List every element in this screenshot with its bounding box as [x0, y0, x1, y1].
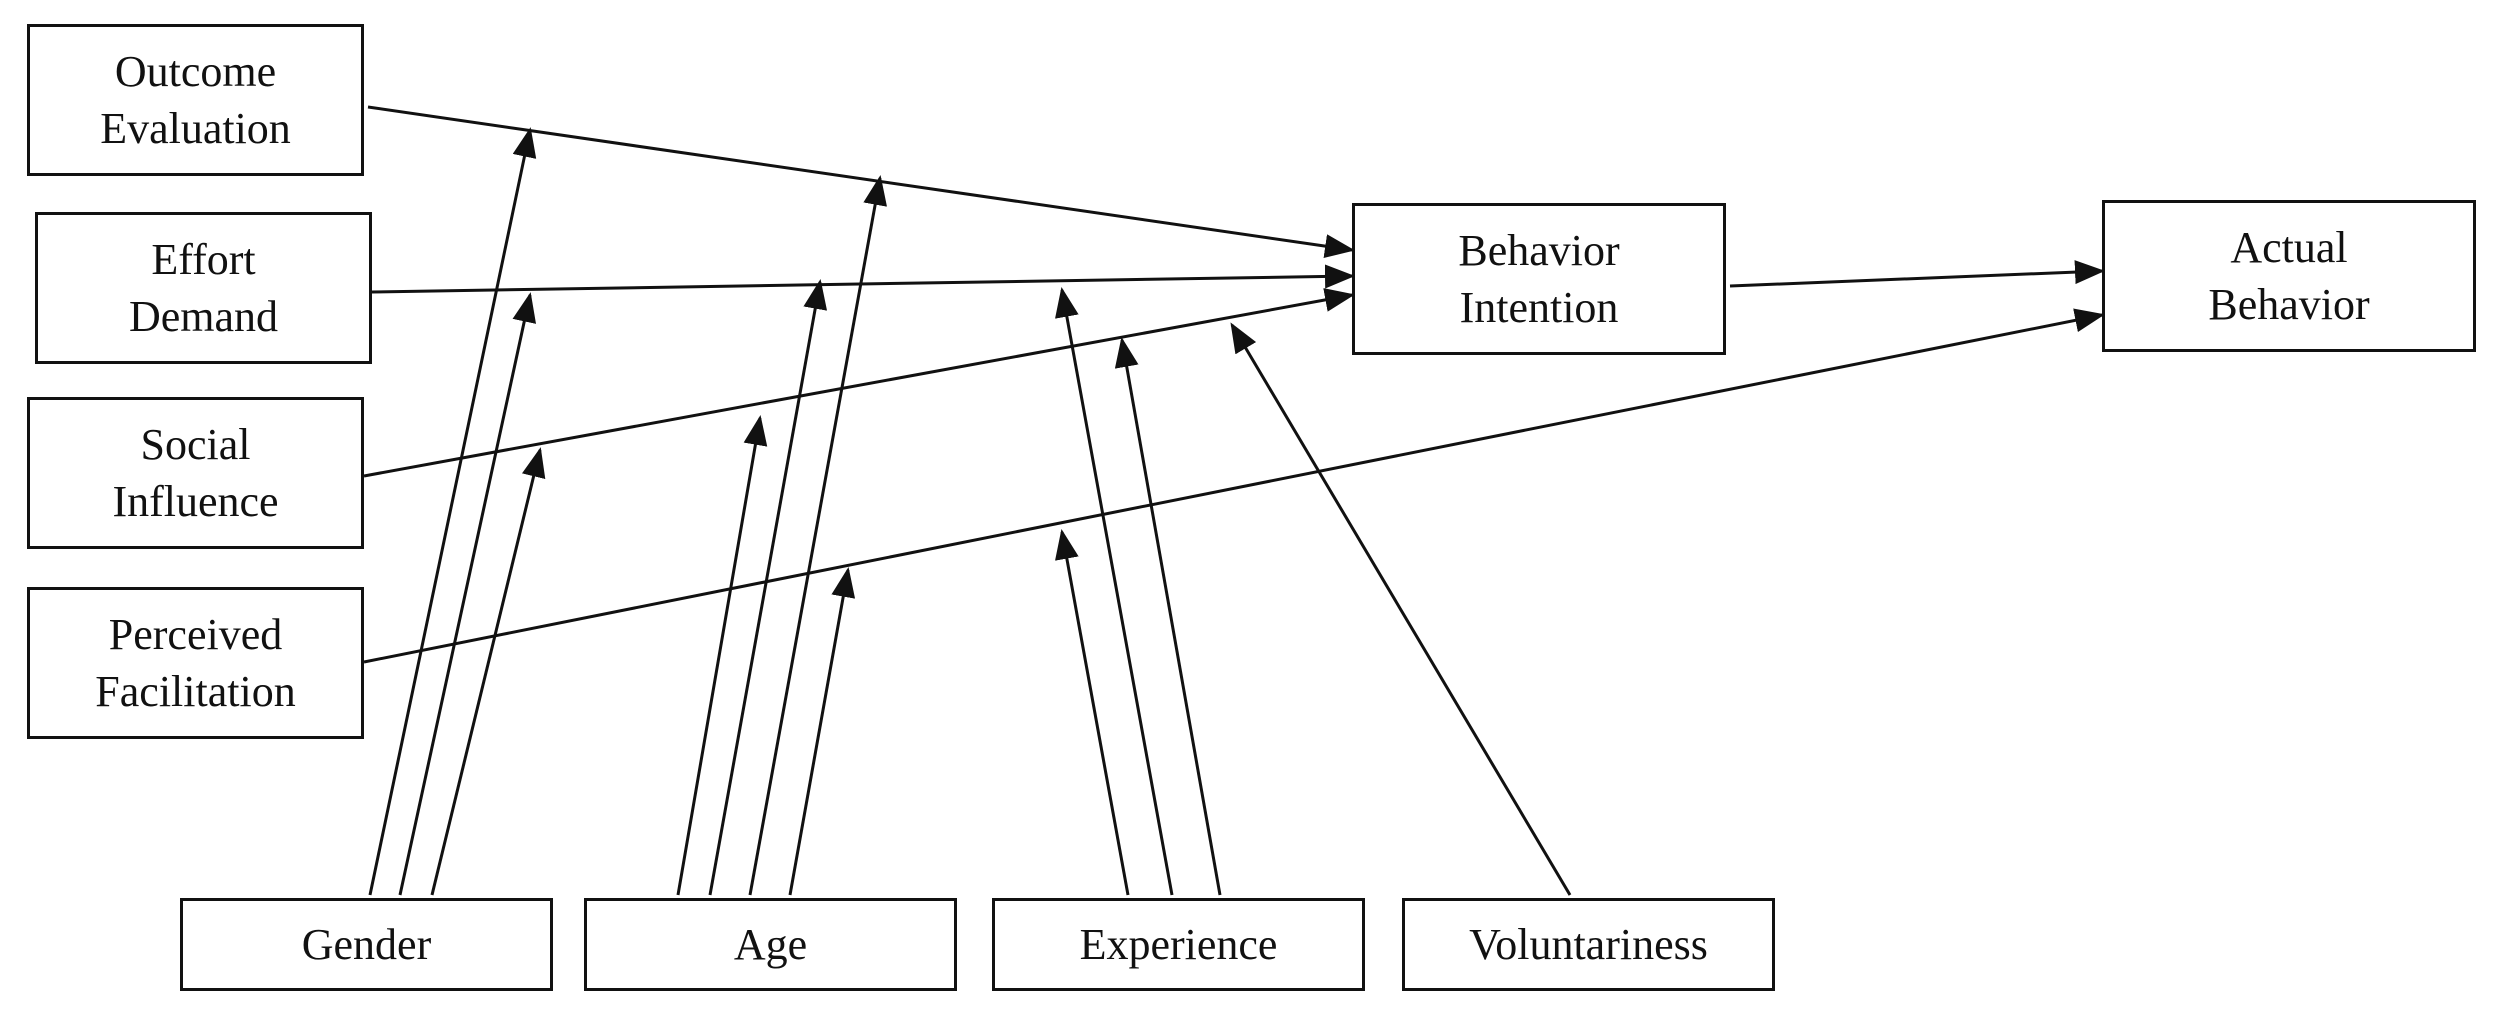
behavior-intention-label-line1: Behavior — [1458, 226, 1620, 275]
social-influence-label-line1: Social — [140, 420, 251, 469]
age-label: Age — [733, 920, 808, 969]
age-moderates-effort-arrow — [708, 279, 828, 896]
age-moderates-facilitation-arrow — [788, 567, 856, 896]
voluntariness-box: Voluntariness — [1402, 898, 1775, 991]
outcome-evaluation-label-line1: Outcome — [114, 47, 277, 96]
gender-moderates-outcome-arrow — [368, 127, 537, 896]
perceived-facilitation-label-line2: Facilitation — [95, 667, 296, 716]
voluntariness-label: Voluntariness — [1469, 920, 1708, 969]
perceived-facilitation-box: Perceived Facilitation — [27, 587, 364, 739]
age-moderates-outcome-arrow — [748, 175, 887, 896]
social-influence-label-line2: Influence — [112, 477, 279, 526]
age-box: Age — [584, 898, 957, 991]
experience-moderates-effort-arrow — [1055, 287, 1174, 896]
social-influence-to-intention-arrow — [363, 288, 1355, 478]
intention-to-actual-behavior-arrow — [1729, 260, 2105, 288]
actual-behavior-label-line1: Actual — [2230, 223, 2348, 272]
age-moderates-social-arrow — [676, 415, 768, 896]
effort-demand-label-line1: Effort — [151, 235, 256, 284]
gender-moderates-social-arrow — [430, 447, 546, 896]
facilitation-to-actual-behavior-arrow — [363, 308, 2105, 664]
social-influence-box: Social Influence — [27, 397, 364, 549]
effort-demand-box: Effort Demand — [35, 212, 372, 364]
outcome-evaluation-to-intention-arrow — [367, 105, 1355, 258]
gender-label: Gender — [301, 920, 432, 969]
experience-moderates-facilitation-arrow — [1055, 529, 1130, 896]
behavior-intention-box: Behavior Intention — [1352, 203, 1726, 355]
outcome-evaluation-label-line2: Evaluation — [100, 104, 291, 153]
actual-behavior-box: Actual Behavior — [2102, 200, 2476, 352]
perceived-facilitation-label-line1: Perceived — [108, 610, 283, 659]
actual-behavior-label-line2: Behavior — [2208, 280, 2370, 329]
effort-demand-label-line2: Demand — [128, 292, 279, 341]
voluntariness-moderates-social-arrow — [1230, 322, 1572, 896]
outcome-evaluation-box: Outcome Evaluation — [27, 24, 364, 176]
experience-moderates-social-arrow — [1114, 337, 1222, 896]
gender-box: Gender — [180, 898, 553, 991]
experience-label: Experience — [1079, 920, 1278, 969]
behavior-intention-label-line2: Intention — [1459, 283, 1619, 332]
gender-moderates-effort-arrow — [398, 292, 537, 896]
experience-box: Experience — [992, 898, 1365, 991]
